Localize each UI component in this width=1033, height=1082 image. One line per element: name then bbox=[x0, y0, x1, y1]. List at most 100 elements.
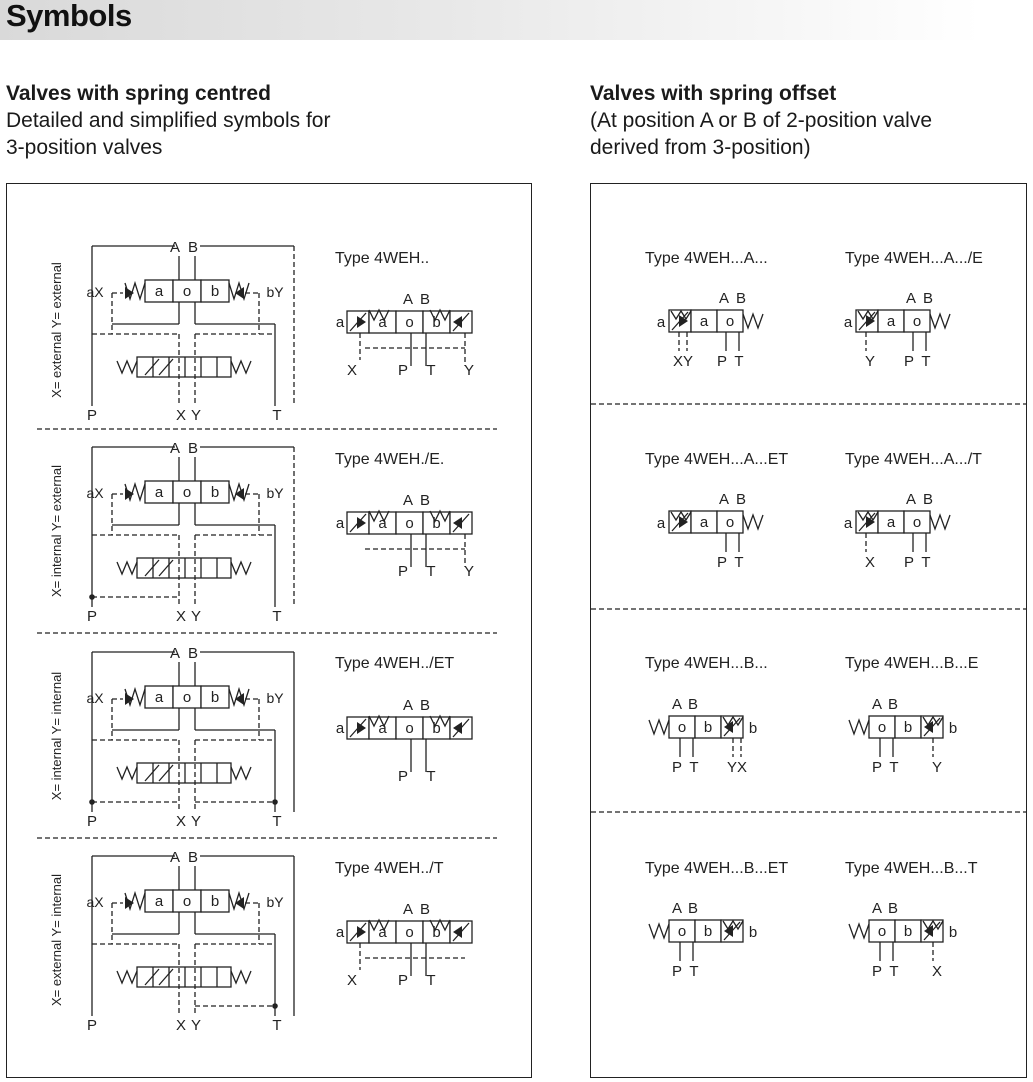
port-t-label: T bbox=[889, 963, 898, 980]
actuator-a-label: a bbox=[336, 515, 345, 532]
port-a-label: A bbox=[403, 697, 413, 714]
page-title: Symbols bbox=[6, 0, 132, 33]
port-x-label: X bbox=[347, 972, 357, 989]
port-p-label: P bbox=[904, 554, 914, 571]
port-t-label: T bbox=[921, 353, 930, 370]
pilot-spring-icon bbox=[230, 359, 252, 375]
position-o-label: o bbox=[726, 313, 734, 330]
left-subtitle-1: Detailed and simplified symbols for bbox=[6, 109, 331, 132]
position-b-label: b bbox=[211, 283, 219, 300]
spring-icon bbox=[429, 714, 451, 728]
pilot-triangle-icon bbox=[724, 925, 733, 937]
type-label-row4: Type 4WEH../T bbox=[335, 860, 444, 877]
position-b-label: b bbox=[211, 484, 219, 501]
pilot-triangle-icon bbox=[357, 722, 366, 734]
pilot-a-triangle-icon bbox=[125, 488, 134, 500]
by-label: bY bbox=[266, 894, 284, 910]
return-spring-icon bbox=[742, 513, 764, 531]
position-a-label: a bbox=[155, 484, 164, 501]
position-o-label: o bbox=[878, 719, 886, 736]
type-label-row1: Type 4WEH.. bbox=[335, 250, 430, 267]
return-spring-icon bbox=[848, 922, 870, 940]
pilot-valve-body bbox=[136, 557, 232, 579]
spring-icon bbox=[368, 308, 390, 322]
position-b-label: b bbox=[704, 923, 712, 940]
port-a-label: A bbox=[170, 645, 180, 662]
port-t-label: T bbox=[426, 972, 435, 989]
position-a-label: a bbox=[378, 314, 387, 331]
position-b-label: b bbox=[704, 719, 712, 736]
type-label-b-et: Type 4WEH...B...ET bbox=[645, 860, 789, 877]
pilot-port-label: XY bbox=[673, 353, 693, 370]
pilot-valve-body bbox=[136, 356, 232, 378]
pilot-triangle-icon bbox=[357, 926, 366, 938]
pilot-triangle-icon bbox=[866, 516, 875, 528]
port-t-label: T bbox=[272, 608, 281, 625]
left-subtitle-2: 3-position valves bbox=[6, 136, 163, 159]
position-a-label: a bbox=[378, 720, 387, 737]
pilot-spring-icon bbox=[116, 359, 138, 375]
side-label: X= external Y= external bbox=[49, 262, 64, 398]
port-a-label: A bbox=[672, 696, 682, 713]
left-section-heading: Valves with spring centred Detailed and … bbox=[6, 80, 330, 161]
position-o-label: o bbox=[913, 313, 921, 330]
return-spring-icon bbox=[929, 513, 951, 531]
by-label: bY bbox=[266, 485, 284, 501]
port-p-label: P bbox=[398, 768, 408, 785]
port-b-label: B bbox=[420, 901, 430, 918]
return-spring-icon bbox=[648, 718, 670, 736]
pilot-arrow bbox=[144, 358, 160, 376]
pilot-a-triangle-icon bbox=[125, 287, 134, 299]
type-label-row2: Type 4WEH./E. bbox=[335, 451, 445, 468]
pilot-b-triangle-icon bbox=[235, 488, 244, 500]
spring-icon bbox=[722, 919, 744, 931]
port-b-label: B bbox=[420, 697, 430, 714]
position-o-label: o bbox=[726, 514, 734, 531]
position-o-label: o bbox=[183, 283, 191, 300]
position-o-label: o bbox=[405, 720, 413, 737]
spring-icon bbox=[922, 919, 944, 931]
position-a-label: a bbox=[700, 313, 709, 330]
port-a-label: A bbox=[403, 901, 413, 918]
port-a-label: A bbox=[719, 290, 729, 307]
port-y-label: Y bbox=[191, 813, 201, 830]
type-label-a-t: Type 4WEH...A.../T bbox=[845, 451, 982, 468]
pilot-triangle-icon bbox=[924, 721, 933, 733]
port-p-label: P bbox=[87, 608, 97, 625]
position-o-label: o bbox=[678, 719, 686, 736]
port-p-label: P bbox=[87, 813, 97, 830]
pilot-triangle-icon bbox=[453, 517, 462, 529]
port-b-label: B bbox=[923, 491, 933, 508]
actuator-b-label: b bbox=[749, 720, 757, 737]
pilot-arrow bbox=[158, 764, 174, 782]
position-b-cell bbox=[200, 480, 230, 504]
by-label: bY bbox=[266, 284, 284, 300]
side-label: X= internal Y= internal bbox=[49, 672, 64, 801]
position-o-label: o bbox=[183, 893, 191, 910]
port-p-label: P bbox=[87, 1017, 97, 1034]
port-b-label: B bbox=[188, 239, 198, 256]
ax-label: aX bbox=[86, 284, 104, 300]
port-t-label: T bbox=[426, 563, 435, 580]
position-a-label: a bbox=[700, 514, 709, 531]
right-section-heading: Valves with spring offset (At position A… bbox=[590, 80, 932, 161]
port-t-label: T bbox=[426, 362, 435, 379]
position-b-label: b bbox=[432, 314, 440, 331]
spring-icon bbox=[670, 510, 692, 522]
port-p-label: P bbox=[717, 554, 727, 571]
port-x-label: X bbox=[347, 362, 357, 379]
actuator-a-label: a bbox=[336, 924, 345, 941]
port-p-label: P bbox=[904, 353, 914, 370]
right-spring-icon bbox=[228, 280, 250, 302]
actuator-b-label: b bbox=[949, 720, 957, 737]
position-b-label: b bbox=[904, 923, 912, 940]
port-a-label: A bbox=[403, 492, 413, 509]
port-t-label: T bbox=[921, 554, 930, 571]
type-label-b: Type 4WEH...B... bbox=[645, 655, 768, 672]
pilot-spring-icon bbox=[230, 560, 252, 576]
port-b-label: B bbox=[888, 696, 898, 713]
pilot-b-triangle-icon bbox=[235, 693, 244, 705]
